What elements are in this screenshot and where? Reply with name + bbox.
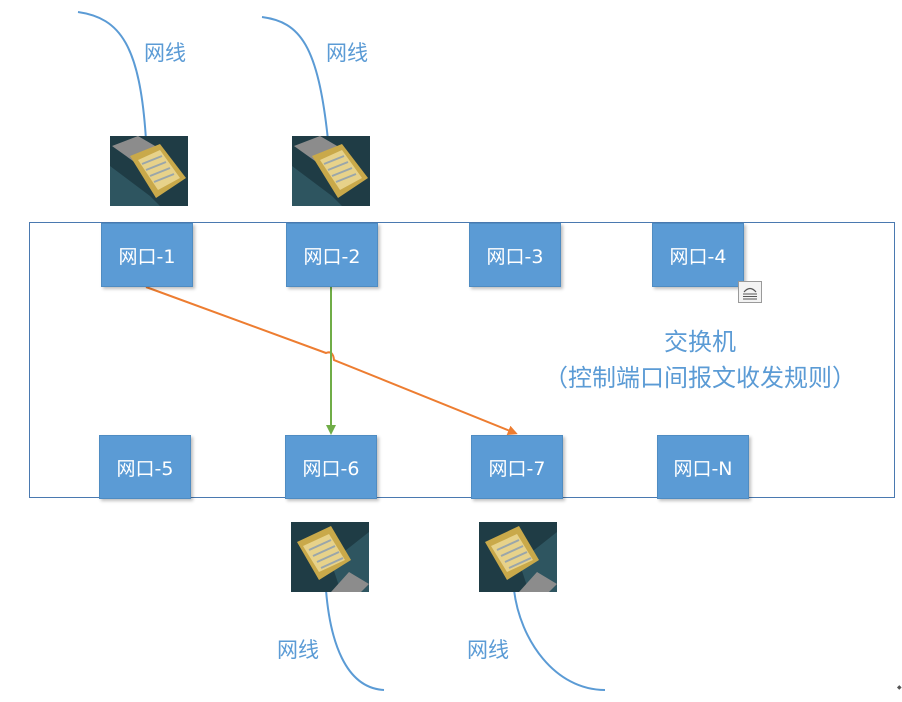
port-6: 网口-6 [285,435,377,499]
port-2: 网口-2 [286,223,378,287]
cable-line-6 [325,589,385,691]
switch-title: 交换机 [664,328,736,356]
port-5: 网口-5 [99,435,191,499]
port-4: 网口-4 [652,223,744,287]
document-icon[interactable] [738,281,762,303]
rj45-connector-icon [291,522,369,592]
port-n: 网口-N [657,435,749,499]
cable-label-7: 网线 [467,638,509,662]
switch-label: 交换机 （控制端口间报文收发规则） [500,324,900,396]
rj45-connector-icon [110,136,188,206]
switch-subtitle: （控制端口间报文收发规则） [544,364,856,392]
port-3: 网口-3 [469,223,561,287]
port-1: 网口-1 [101,223,193,287]
port-7: 网口-7 [471,435,563,499]
corner-mark: ◆ [897,684,902,691]
cable-line-2 [261,16,329,141]
rj45-connector-icon [292,136,370,206]
cable-label-6: 网线 [277,638,319,662]
cable-line-1 [77,11,147,141]
switch-box [29,222,895,498]
cable-line-7 [513,589,606,691]
cable-label-1: 网线 [144,41,186,65]
rj45-connector-icon [479,522,557,592]
cable-label-2: 网线 [326,41,368,65]
